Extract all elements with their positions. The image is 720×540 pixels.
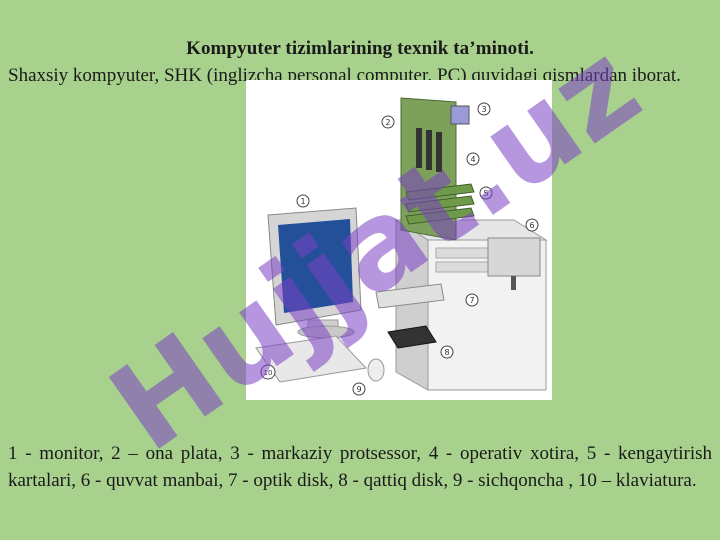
callout-4: 4 bbox=[466, 152, 480, 166]
svg-text:5: 5 bbox=[483, 189, 488, 198]
callout-9: 9 bbox=[352, 382, 366, 396]
pc-components-diagram: 1 2 3 4 5 6 7 bbox=[246, 80, 552, 400]
hard-disk bbox=[387, 325, 437, 349]
callout-10: 10 bbox=[260, 364, 276, 380]
callout-6: 6 bbox=[525, 218, 539, 232]
callout-5: 5 bbox=[479, 186, 493, 200]
svg-text:7: 7 bbox=[469, 296, 474, 305]
pc-diagram-svg: 1 2 3 4 5 6 7 bbox=[255, 97, 548, 396]
callout-3: 3 bbox=[477, 102, 491, 116]
optical-drive bbox=[375, 283, 445, 309]
callout-7: 7 bbox=[465, 293, 479, 307]
mouse bbox=[367, 358, 385, 382]
svg-text:10: 10 bbox=[264, 369, 273, 377]
callout-8: 8 bbox=[440, 345, 454, 359]
svg-text:8: 8 bbox=[444, 348, 449, 357]
svg-text:2: 2 bbox=[385, 118, 390, 127]
slide-title: Kompyuter tizimlarining texnik ta’minoti… bbox=[186, 38, 534, 59]
legend-caption: 1 - monitor, 2 – ona plata, 3 - markaziy… bbox=[8, 443, 712, 491]
cpu-chip bbox=[450, 105, 470, 125]
svg-text:6: 6 bbox=[529, 221, 534, 230]
svg-text:4: 4 bbox=[470, 155, 475, 164]
svg-text:9: 9 bbox=[356, 385, 361, 394]
expansion-cards bbox=[405, 183, 475, 225]
callout-2: 2 bbox=[381, 115, 395, 129]
monitor bbox=[267, 207, 362, 339]
power-supply bbox=[487, 237, 541, 290]
callout-1: 1 bbox=[296, 194, 310, 208]
svg-text:3: 3 bbox=[481, 105, 486, 114]
svg-text:1: 1 bbox=[300, 197, 305, 206]
